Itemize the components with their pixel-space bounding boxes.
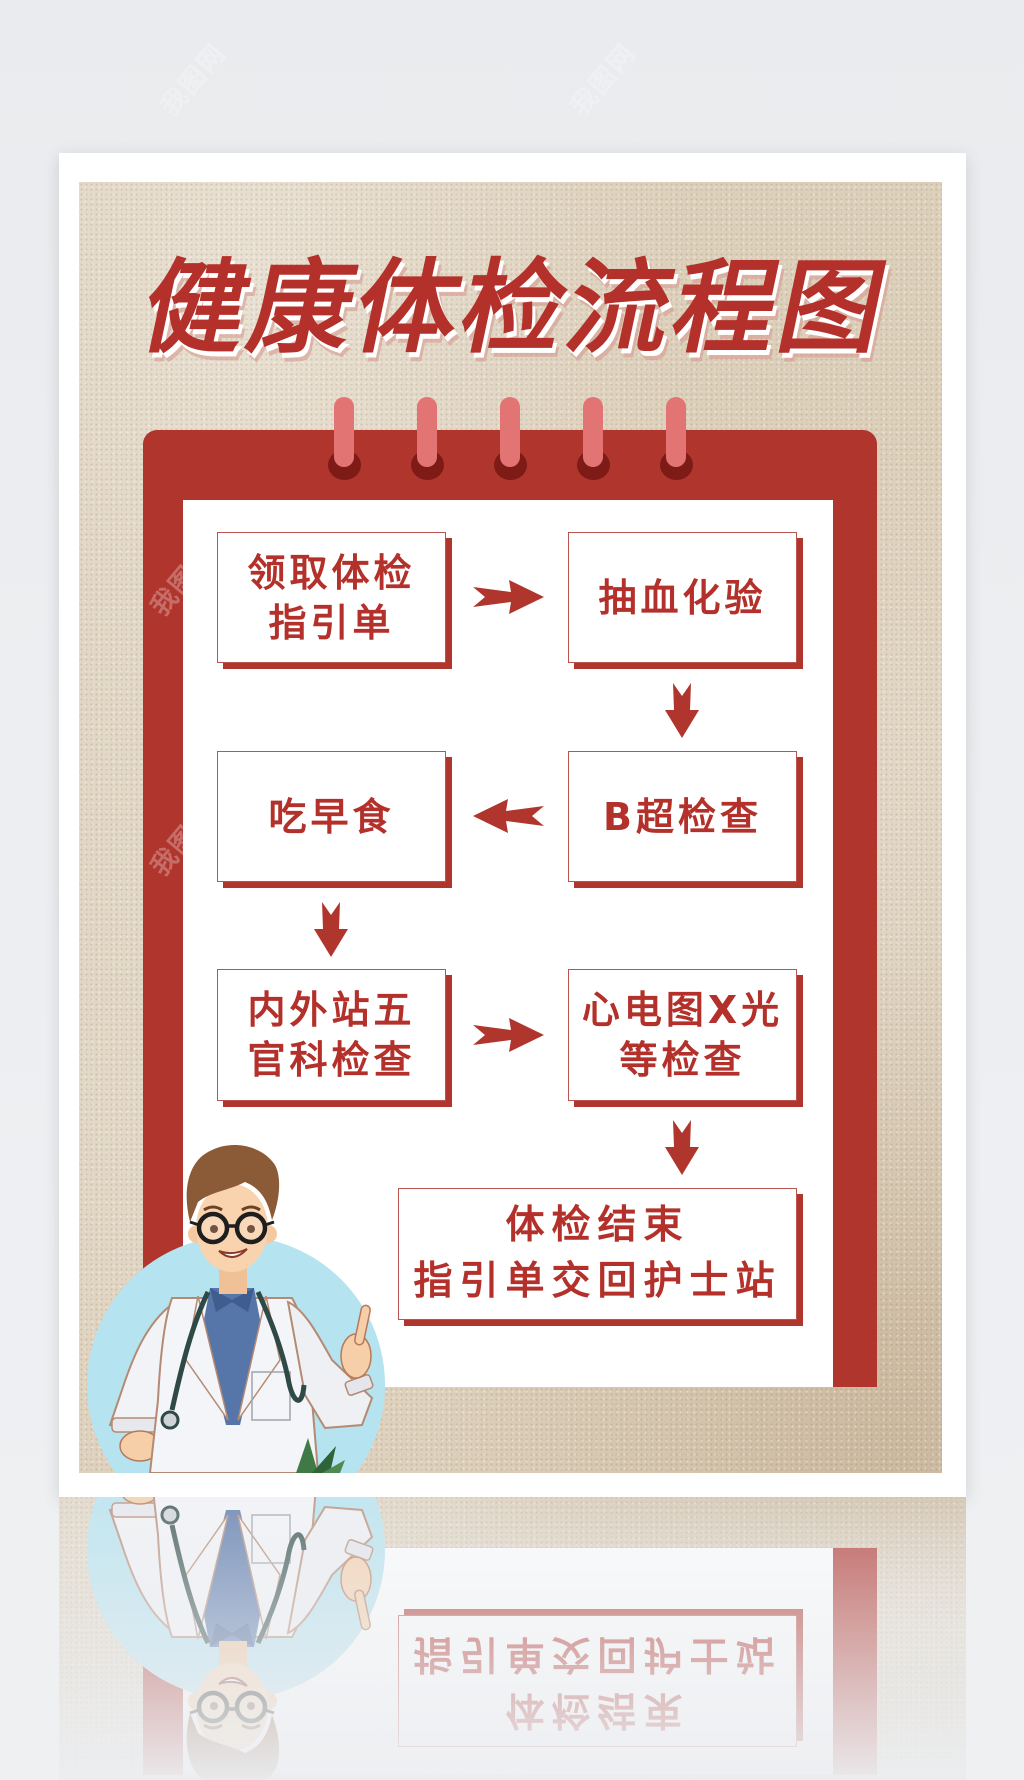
step-label: 体检结束 [505, 1203, 690, 1248]
step-label: 官科检查 [247, 1038, 416, 1082]
flow-step-blood-test: 抽血化验 [568, 532, 797, 663]
step-label: 心电图X光 [581, 988, 784, 1032]
arrow-right-icon [473, 1018, 544, 1052]
flow-step-ultrasound: B超检查 [568, 751, 797, 882]
binder-ring-icon [500, 397, 520, 467]
watermark: 我图网 [155, 38, 233, 122]
step-label: B超检查 [603, 794, 762, 839]
step-label: 等检查 [619, 1038, 746, 1082]
plant-leaf [296, 1438, 318, 1473]
reflection-fade [59, 1497, 966, 1780]
stethoscope [169, 1290, 211, 1411]
flow-step-ecg-xray: 心电图X光 等检查 [568, 969, 797, 1101]
flow-step-breakfast: 吃早食 [217, 751, 446, 882]
arrow-down-icon [665, 683, 699, 738]
step-label: 吃早食 [268, 794, 395, 839]
binder-ring-icon [666, 397, 686, 467]
step-label: 指引单交回护士站 [413, 1259, 782, 1304]
step-label: 指引单 [268, 600, 395, 645]
arrow-down-icon [665, 1120, 699, 1175]
flow-step-finish: 体检结束 指引单交回护士站 [398, 1188, 797, 1320]
doctor-icon [87, 1145, 385, 1473]
arrow-right-icon [473, 580, 544, 614]
flow-step-physical-exam: 内外站五 官科检查 [217, 969, 446, 1101]
step-label: 抽血化验 [598, 575, 767, 620]
step-label: 领取体检 [247, 550, 416, 595]
poster-reflection: 体检结束 指引单交回护士站 [59, 1497, 966, 1780]
arrow-left-icon [473, 799, 544, 833]
arrow-down-icon [314, 902, 348, 957]
glasses [196, 1211, 230, 1245]
hair [186, 1145, 280, 1222]
binder-ring-icon [334, 397, 354, 467]
binder-ring-icon [417, 397, 437, 467]
watermark: 我图网 [565, 38, 643, 122]
flow-step-get-guide-sheet: 领取体检 指引单 [217, 532, 446, 663]
poster-title: 健康体检流程图 [132, 249, 900, 368]
binder-ring-icon [583, 397, 603, 467]
step-label: 内外站五 [247, 988, 416, 1032]
